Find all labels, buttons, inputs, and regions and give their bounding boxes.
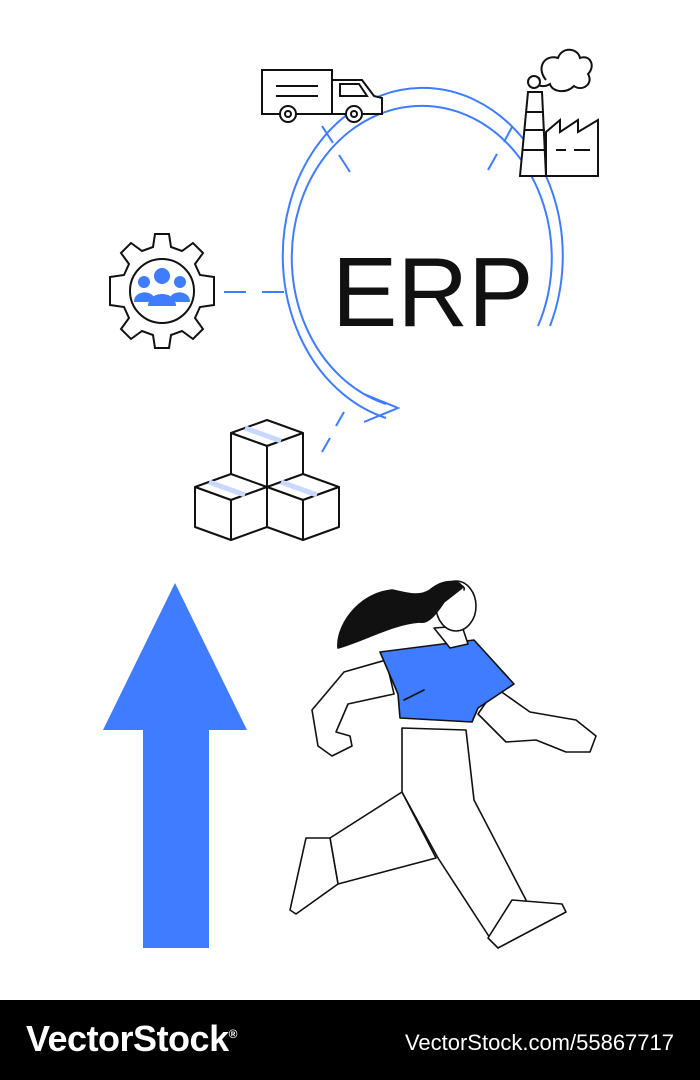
- brand-text: VectorStock: [26, 1018, 229, 1059]
- vectorstock-logo: VectorStock®: [26, 1018, 237, 1060]
- up-arrow-icon: [103, 583, 247, 948]
- delivery-truck-icon: [261, 69, 383, 123]
- stacked-boxes-icon: [194, 419, 340, 541]
- watermark-bar: VectorStock® VectorStock.com/55867717: [0, 1000, 700, 1080]
- image-reference: VectorStock.com/55867717: [404, 1030, 674, 1055]
- erp-illustration: ERP: [103, 48, 599, 949]
- team-gear-icon: [109, 233, 215, 349]
- running-woman: [289, 580, 597, 949]
- connector-lines: [224, 125, 513, 453]
- erp-label: ERP: [332, 237, 534, 347]
- factory-icon: [518, 48, 599, 177]
- registered-mark: ®: [228, 1027, 238, 1041]
